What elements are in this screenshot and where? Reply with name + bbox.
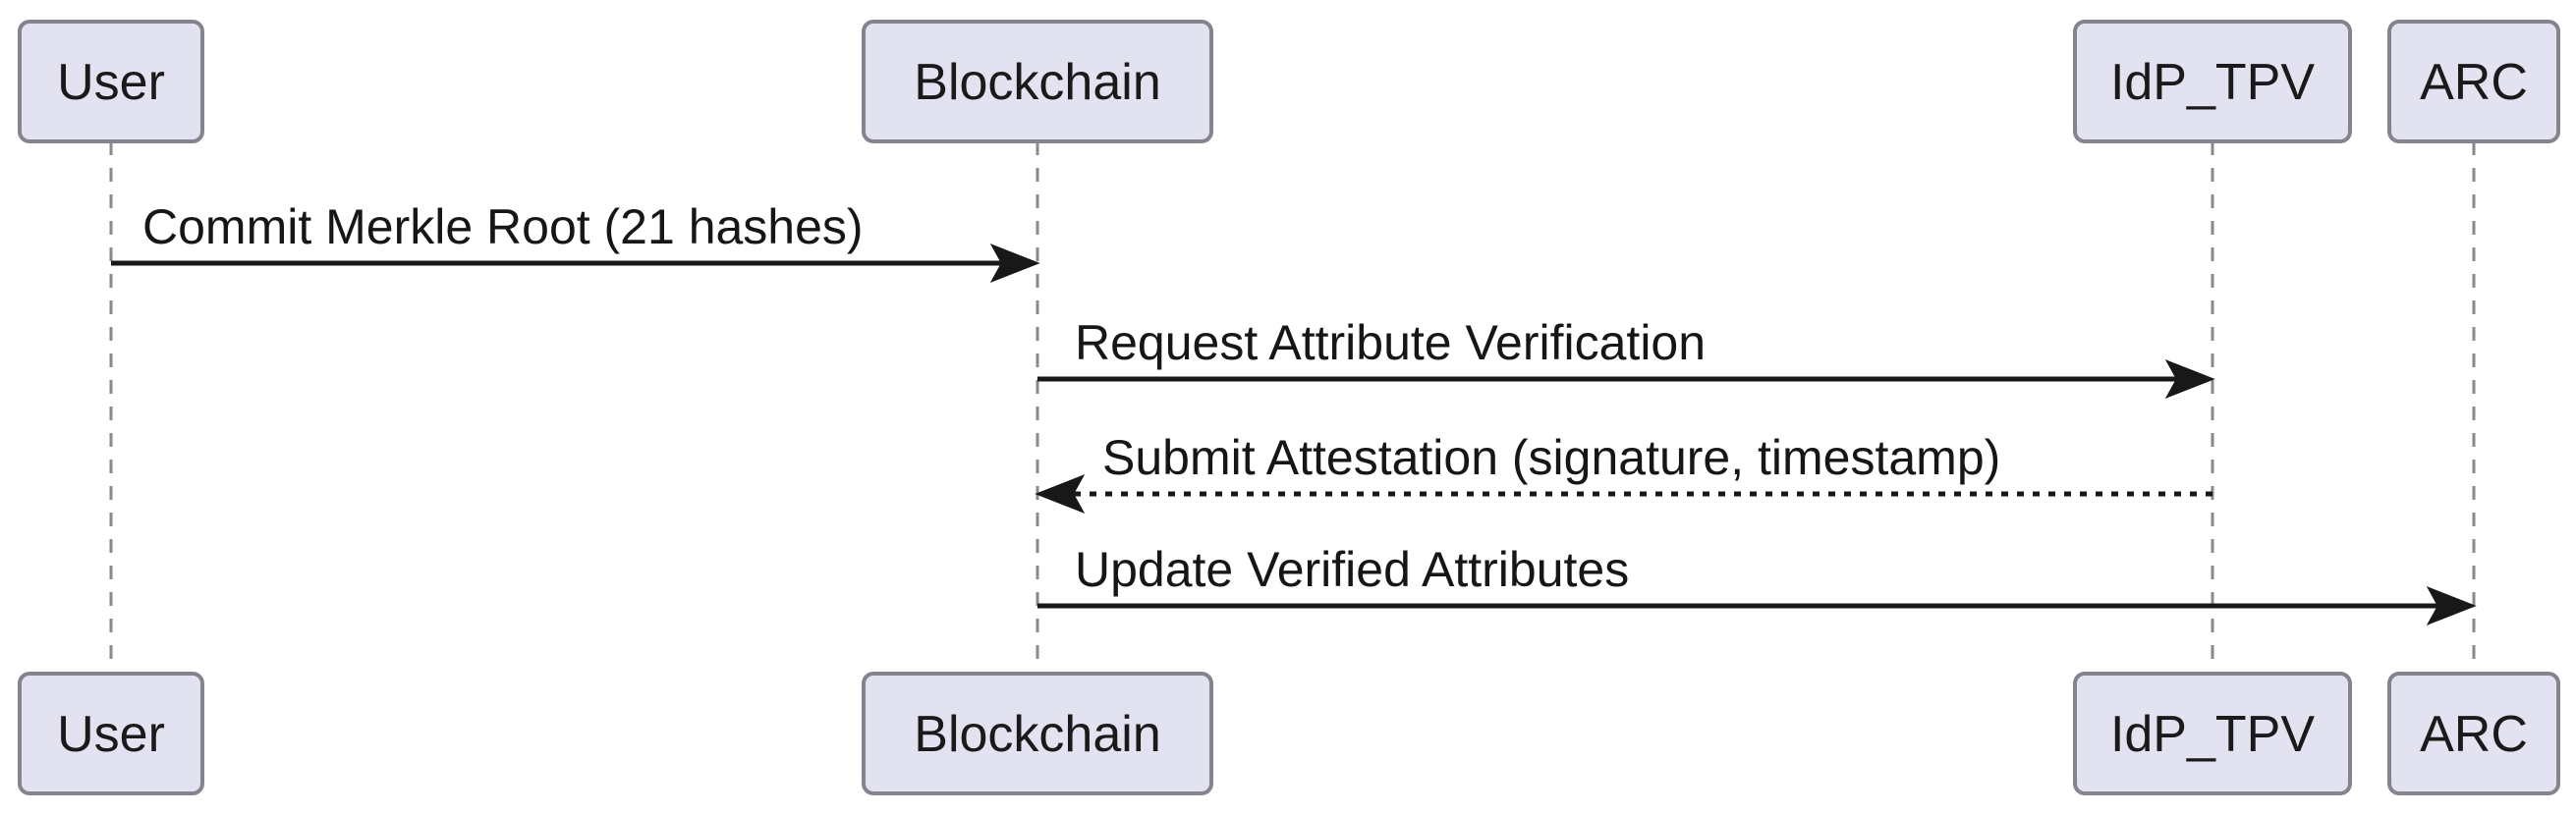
- participant-top-idp-tpv: IdP_TPV: [2073, 20, 2352, 143]
- participant-bottom-user: User: [18, 672, 204, 795]
- message-label: Commit Merkle Root (21 hashes): [142, 199, 864, 254]
- message-label: Update Verified Attributes: [1075, 542, 1629, 597]
- participant-label: Blockchain: [914, 706, 1160, 763]
- participant-box: [2073, 672, 2352, 795]
- participant-box: [18, 672, 204, 795]
- participant-label: ARC: [2420, 54, 2528, 111]
- participant-box: [2387, 20, 2560, 143]
- message-label: Request Attribute Verification: [1075, 315, 1706, 370]
- participant-bottom-idp-tpv: IdP_TPV: [2073, 672, 2352, 795]
- participant-label: Blockchain: [914, 54, 1160, 111]
- participant-label: User: [57, 54, 165, 111]
- message-request-attribute-verification: Request Attribute Verification: [1037, 315, 2215, 399]
- participant-top-arc: ARC: [2387, 20, 2560, 143]
- message-submit-attestation: Submit Attestation (signature, timestamp…: [1035, 430, 2212, 514]
- participant-top-user: User: [18, 20, 204, 143]
- message-label: Submit Attestation (signature, timestamp…: [1102, 430, 2000, 485]
- arrowhead-right-icon: [2426, 586, 2477, 625]
- arrowhead-right-icon: [2164, 359, 2215, 399]
- participant-bottom-arc: ARC: [2387, 672, 2560, 795]
- participant-top-blockchain: Blockchain: [862, 20, 1213, 143]
- participant-box: [862, 20, 1213, 143]
- participant-bottom-blockchain: Blockchain: [862, 672, 1213, 795]
- message-update-verified-attributes: Update Verified Attributes: [1037, 542, 2477, 625]
- arrowhead-right-icon: [989, 244, 1040, 283]
- participant-box: [2073, 20, 2352, 143]
- participant-box: [862, 672, 1213, 795]
- participant-label: IdP_TPV: [2110, 54, 2315, 111]
- participant-label: IdP_TPV: [2110, 706, 2315, 763]
- participant-box: [18, 20, 204, 143]
- message-commit-merkle-root: Commit Merkle Root (21 hashes): [111, 199, 1040, 283]
- arrowhead-left-icon: [1035, 474, 1086, 514]
- participant-label: ARC: [2420, 706, 2528, 763]
- participant-label: User: [57, 706, 165, 763]
- participant-box: [2387, 672, 2560, 795]
